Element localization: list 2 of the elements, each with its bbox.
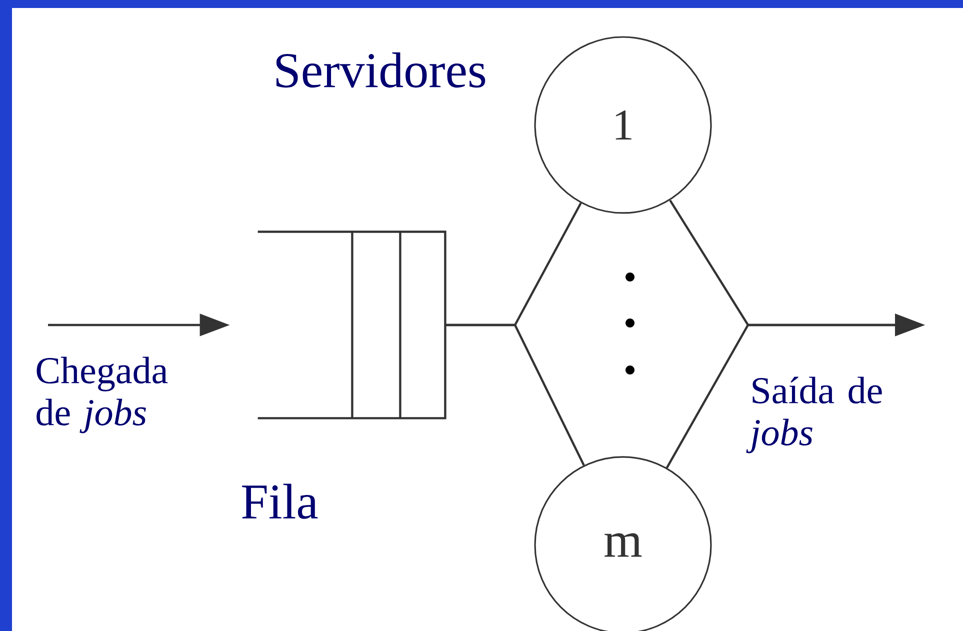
queue-caption: Fila [242, 484, 318, 519]
queue-drawing [258, 230, 446, 420]
